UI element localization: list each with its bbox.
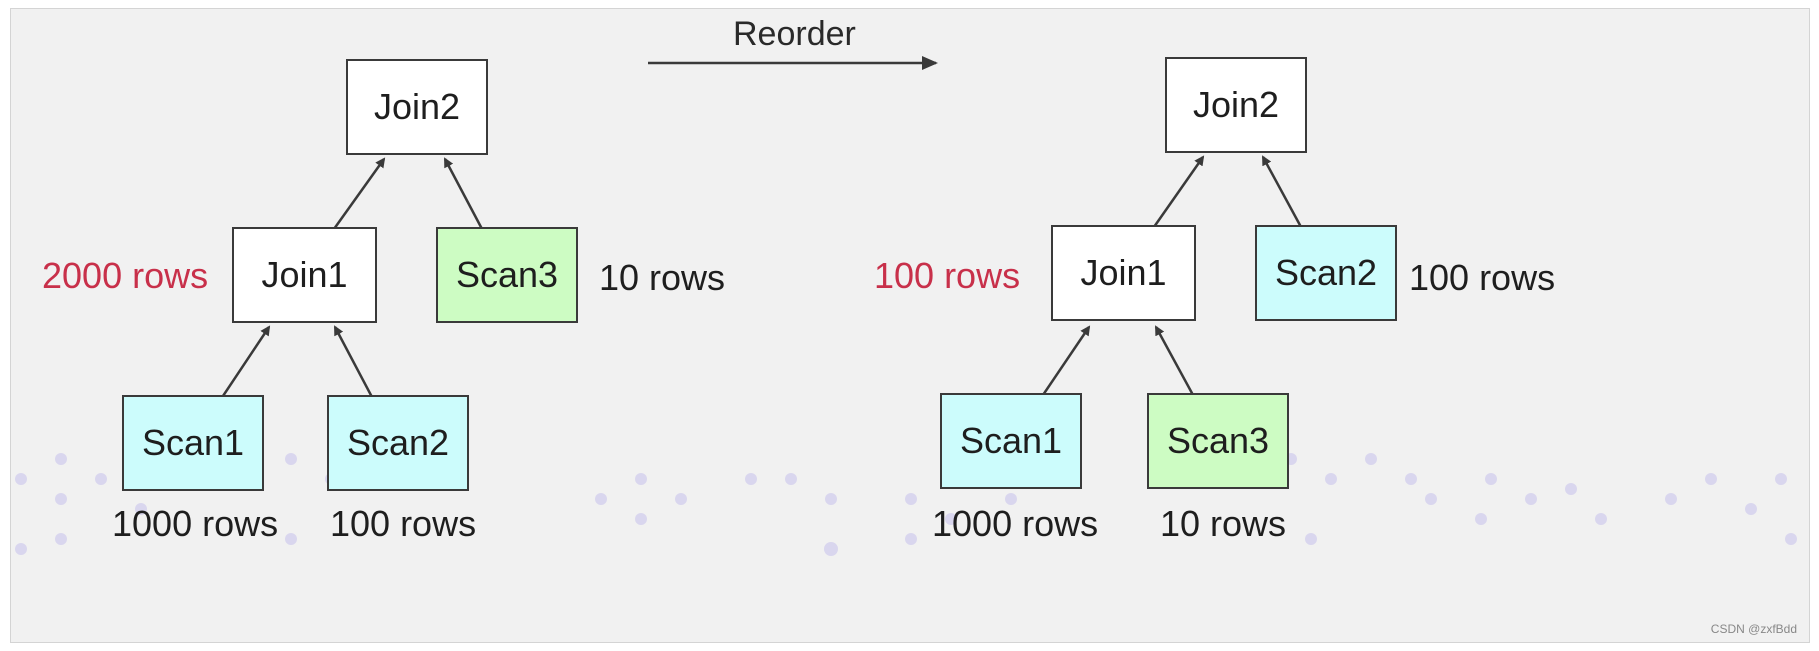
- edge-join1-join2-left: [332, 157, 386, 230]
- edge-scan3-join2-left: [443, 157, 484, 230]
- edge-scan1-join1-right: [1041, 325, 1091, 396]
- arrows-layer: [15, 56, 1797, 556]
- right-scan1-node: Scan1: [940, 393, 1082, 489]
- left-scan3-node: Scan3: [436, 227, 578, 323]
- left-scan1-rows: 1000 rows: [112, 503, 279, 544]
- edge-scan3-join1-right: [1154, 325, 1195, 396]
- left-join1-rows: 2000 rows: [42, 255, 209, 296]
- right-join1-rows: 100 rows: [874, 255, 1021, 296]
- edge-scan2-join1-left: [333, 325, 375, 400]
- right-join2-node: Join2: [1165, 57, 1307, 153]
- edge-join1-join2-right: [1152, 155, 1205, 228]
- right-join1-node: Join1: [1051, 225, 1196, 321]
- right-scan2-rows: 100 rows: [1409, 257, 1556, 298]
- edge-scan2-join2-right: [1261, 155, 1303, 228]
- right-scan1-rows: 1000 rows: [932, 503, 1099, 544]
- left-join1-node: Join1: [232, 227, 377, 323]
- diagram-canvas: Reorder Join2 Join1 Scan3 Scan1 Scan2 20…: [10, 8, 1810, 643]
- decorative-dots: [15, 453, 1797, 556]
- right-scan3-node: Scan3: [1147, 393, 1289, 489]
- watermark: CSDN @zxfBdd: [1710, 622, 1797, 636]
- left-join2-node: Join2: [346, 59, 488, 155]
- right-scan3-rows: 10 rows: [1160, 503, 1287, 544]
- left-scan2-node: Scan2: [327, 395, 469, 491]
- reorder-title: Reorder: [733, 15, 856, 53]
- left-scan1-node: Scan1: [122, 395, 264, 491]
- left-scan3-rows: 10 rows: [599, 257, 726, 298]
- edge-scan1-join1-left: [219, 325, 271, 400]
- right-scan2-node: Scan2: [1255, 225, 1397, 321]
- left-scan2-rows: 100 rows: [330, 503, 477, 544]
